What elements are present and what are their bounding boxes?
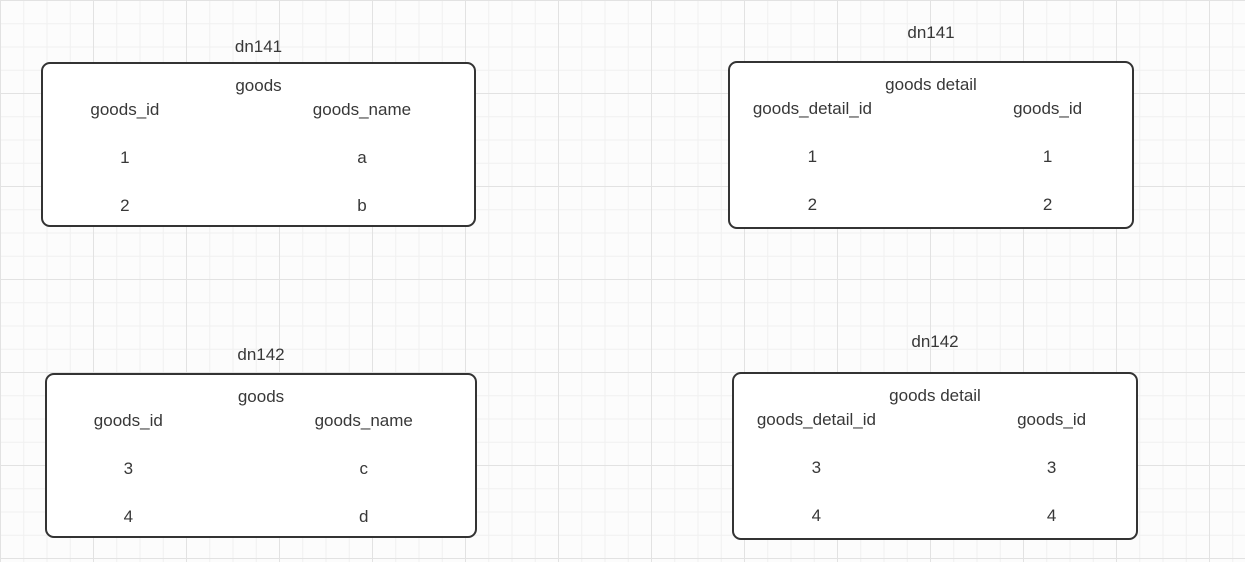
table-title: goods detail [885, 75, 977, 94]
table-cell: a [357, 148, 367, 167]
table-header-row: goods_id goods_name [43, 99, 474, 121]
table-cell: 3 [123, 459, 134, 478]
node-host-label: dn141 [907, 23, 955, 42]
table-cell: 4 [1046, 506, 1057, 525]
table-row: 2 b [43, 195, 474, 217]
table-box[interactable]: goods goods_id goods_name 3 c 4 d [45, 373, 477, 538]
table-cell: 4 [811, 506, 822, 525]
table-cell: 2 [120, 196, 130, 215]
table-cell: b [357, 196, 367, 215]
table-row: 2 2 [730, 194, 1132, 216]
table-cell: c [359, 459, 368, 478]
node-host-label: dn142 [237, 345, 285, 364]
table-node-dn142-goods-detail[interactable]: dn142 goods detail goods_detail_id goods… [732, 331, 1138, 540]
table-header-row: goods_detail_id goods_id [730, 98, 1132, 120]
table-cell: 2 [807, 195, 818, 214]
table-box[interactable]: goods detail goods_detail_id goods_id 1 … [728, 61, 1134, 229]
column-header: goods_name [312, 100, 412, 119]
table-row: 4 4 [734, 505, 1136, 527]
table-node-dn142-goods[interactable]: dn142 goods goods_id goods_name 3 c 4 d [45, 344, 477, 538]
column-header: goods_id [90, 100, 160, 119]
table-cell: 4 [123, 507, 134, 526]
column-header: goods_id [1017, 410, 1087, 429]
column-header: goods_id [93, 411, 163, 430]
table-title: goods [235, 76, 282, 95]
table-title: goods [237, 387, 285, 406]
column-header: goods_name [314, 411, 413, 430]
table-row: 1 a [43, 147, 474, 169]
node-host-label: dn141 [234, 37, 283, 56]
table-row: 3 3 [734, 457, 1136, 479]
table-header-row: goods_detail_id goods_id [734, 409, 1136, 431]
column-header: goods_id [1013, 99, 1083, 118]
table-box[interactable]: goods goods_id goods_name 1 a 2 b [41, 62, 476, 227]
table-node-dn141-goods[interactable]: dn141 goods goods_id goods_name 1 a 2 b [41, 36, 476, 227]
table-cell: 1 [1042, 147, 1053, 166]
column-header: goods_detail_id [756, 410, 876, 429]
table-header-row: goods_id goods_name [47, 410, 475, 432]
table-node-dn141-goods-detail[interactable]: dn141 goods detail goods_detail_id goods… [728, 22, 1134, 229]
table-title: goods detail [889, 386, 981, 405]
table-cell: 3 [811, 458, 822, 477]
node-host-label: dn142 [911, 332, 959, 351]
table-cell: 1 [120, 148, 130, 167]
table-row: 4 d [47, 506, 475, 528]
column-header: goods_detail_id [752, 99, 872, 118]
table-cell: 2 [1042, 195, 1053, 214]
table-cell: d [358, 507, 369, 526]
table-cell: 1 [807, 147, 818, 166]
table-row: 1 1 [730, 146, 1132, 168]
table-box[interactable]: goods detail goods_detail_id goods_id 3 … [732, 372, 1138, 540]
table-row: 3 c [47, 458, 475, 480]
table-cell: 3 [1046, 458, 1057, 477]
